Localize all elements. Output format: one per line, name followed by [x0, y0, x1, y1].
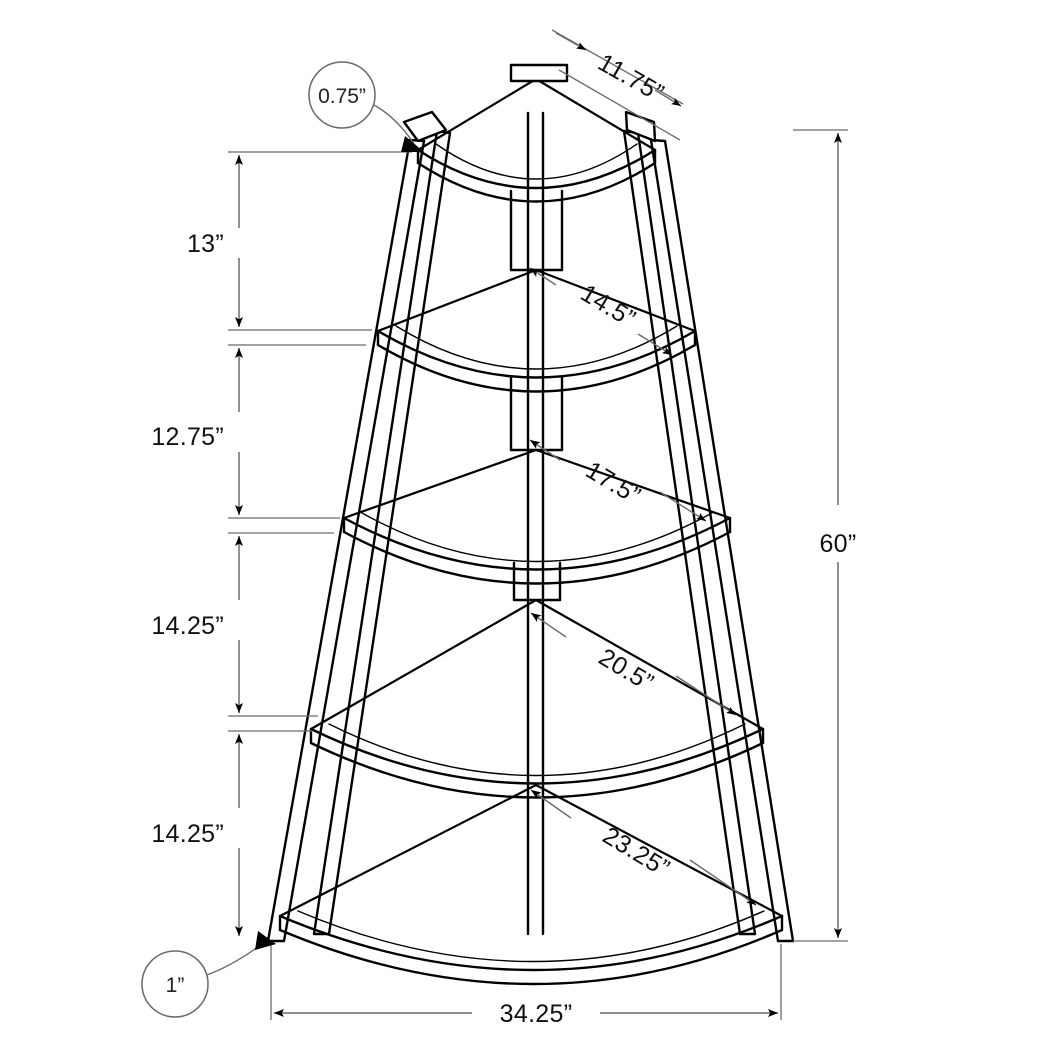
dim-gap-4: 14.25”: [151, 734, 243, 936]
ext-line-d1b: [558, 69, 681, 141]
dim-gap-2: 12.75”: [151, 348, 243, 515]
dim-label-gap-3: 14.25”: [151, 612, 224, 640]
dim-label-overall-height: 60”: [819, 530, 856, 558]
dim-overall-width: 34.25”: [270, 944, 782, 1028]
dim-label-overall-width: 34.25”: [500, 1000, 573, 1028]
left-extension-lines: [228, 151, 412, 732]
shelf-1-tab-left: [402, 110, 448, 143]
callout-arrow-2: [255, 931, 276, 950]
dim-label-gap-1: 13”: [187, 230, 224, 258]
callout-bubble-circle-2: [141, 950, 209, 1018]
callout-label-shelf-thickness: 0.75”: [318, 85, 366, 108]
callout-bubble-circle: [308, 61, 376, 129]
dim-gap-1: 13”: [187, 155, 243, 327]
shelf-5: [278, 783, 784, 986]
callout-arrow: [401, 136, 424, 152]
callout-label-leg-thickness: 1”: [166, 974, 185, 997]
callout-shelf-thickness: 0.75”: [308, 61, 424, 152]
dim-label-gap-4: 14.25”: [151, 820, 224, 848]
shelf-1-tab-center: [509, 63, 569, 83]
shelf-1-tab-right: [624, 110, 657, 143]
corner-shelf-unit: [266, 63, 795, 986]
dim-gap-3: 14.25”: [151, 536, 243, 713]
callout-leg-thickness: 1”: [141, 931, 276, 1018]
dim-label-gap-2: 12.75”: [151, 423, 224, 451]
dim-overall-height: 60”: [793, 129, 856, 942]
